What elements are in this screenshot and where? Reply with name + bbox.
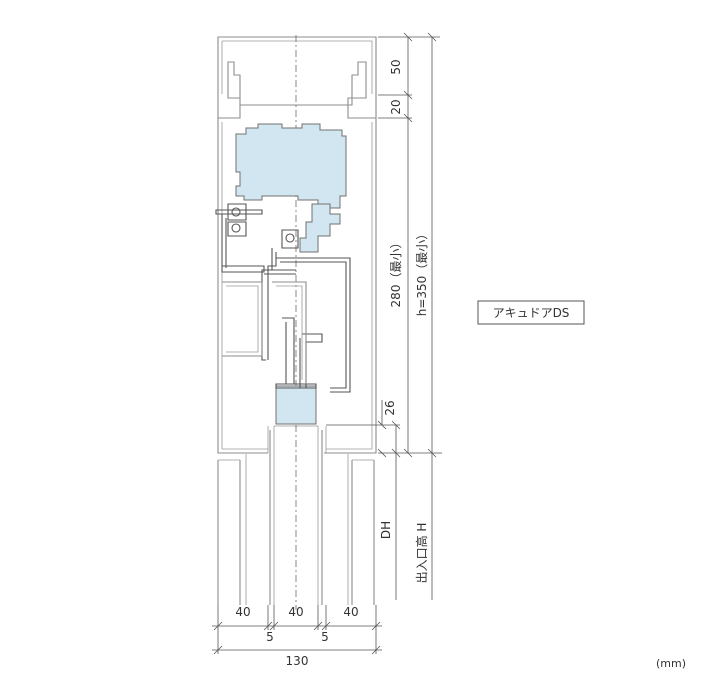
dim-width-center: 40	[288, 605, 303, 619]
dim-opening-height: 出入口高 H	[414, 523, 429, 584]
dim-guide-gap: 26	[383, 400, 397, 415]
model-label: アキュドアDS	[493, 306, 570, 320]
dim-top-rail: 50	[389, 59, 403, 74]
dim-gap-left: 5	[266, 630, 274, 644]
dim-width-left: 40	[235, 605, 250, 619]
motor-unit	[235, 123, 347, 425]
dim-width-right: 40	[343, 605, 358, 619]
right-dimensions	[326, 32, 442, 600]
door-panels	[217, 425, 375, 605]
dim-door-height: DH	[379, 521, 393, 539]
dim-min-inner: 280（最小）	[389, 237, 403, 308]
unit-label: (mm)	[656, 657, 686, 670]
bottom-dimensions	[212, 605, 382, 655]
hanger-brackets	[215, 203, 351, 393]
dim-rail-gap: 20	[389, 99, 403, 114]
header-housing	[217, 36, 377, 454]
dim-total-width: 130	[286, 654, 309, 668]
model-label-box	[477, 300, 585, 325]
dim-gap-right: 5	[321, 630, 329, 644]
guide-roller-block	[275, 385, 317, 425]
frame-profiles	[222, 281, 307, 384]
dim-min-height: h=350（最小）	[415, 228, 429, 317]
